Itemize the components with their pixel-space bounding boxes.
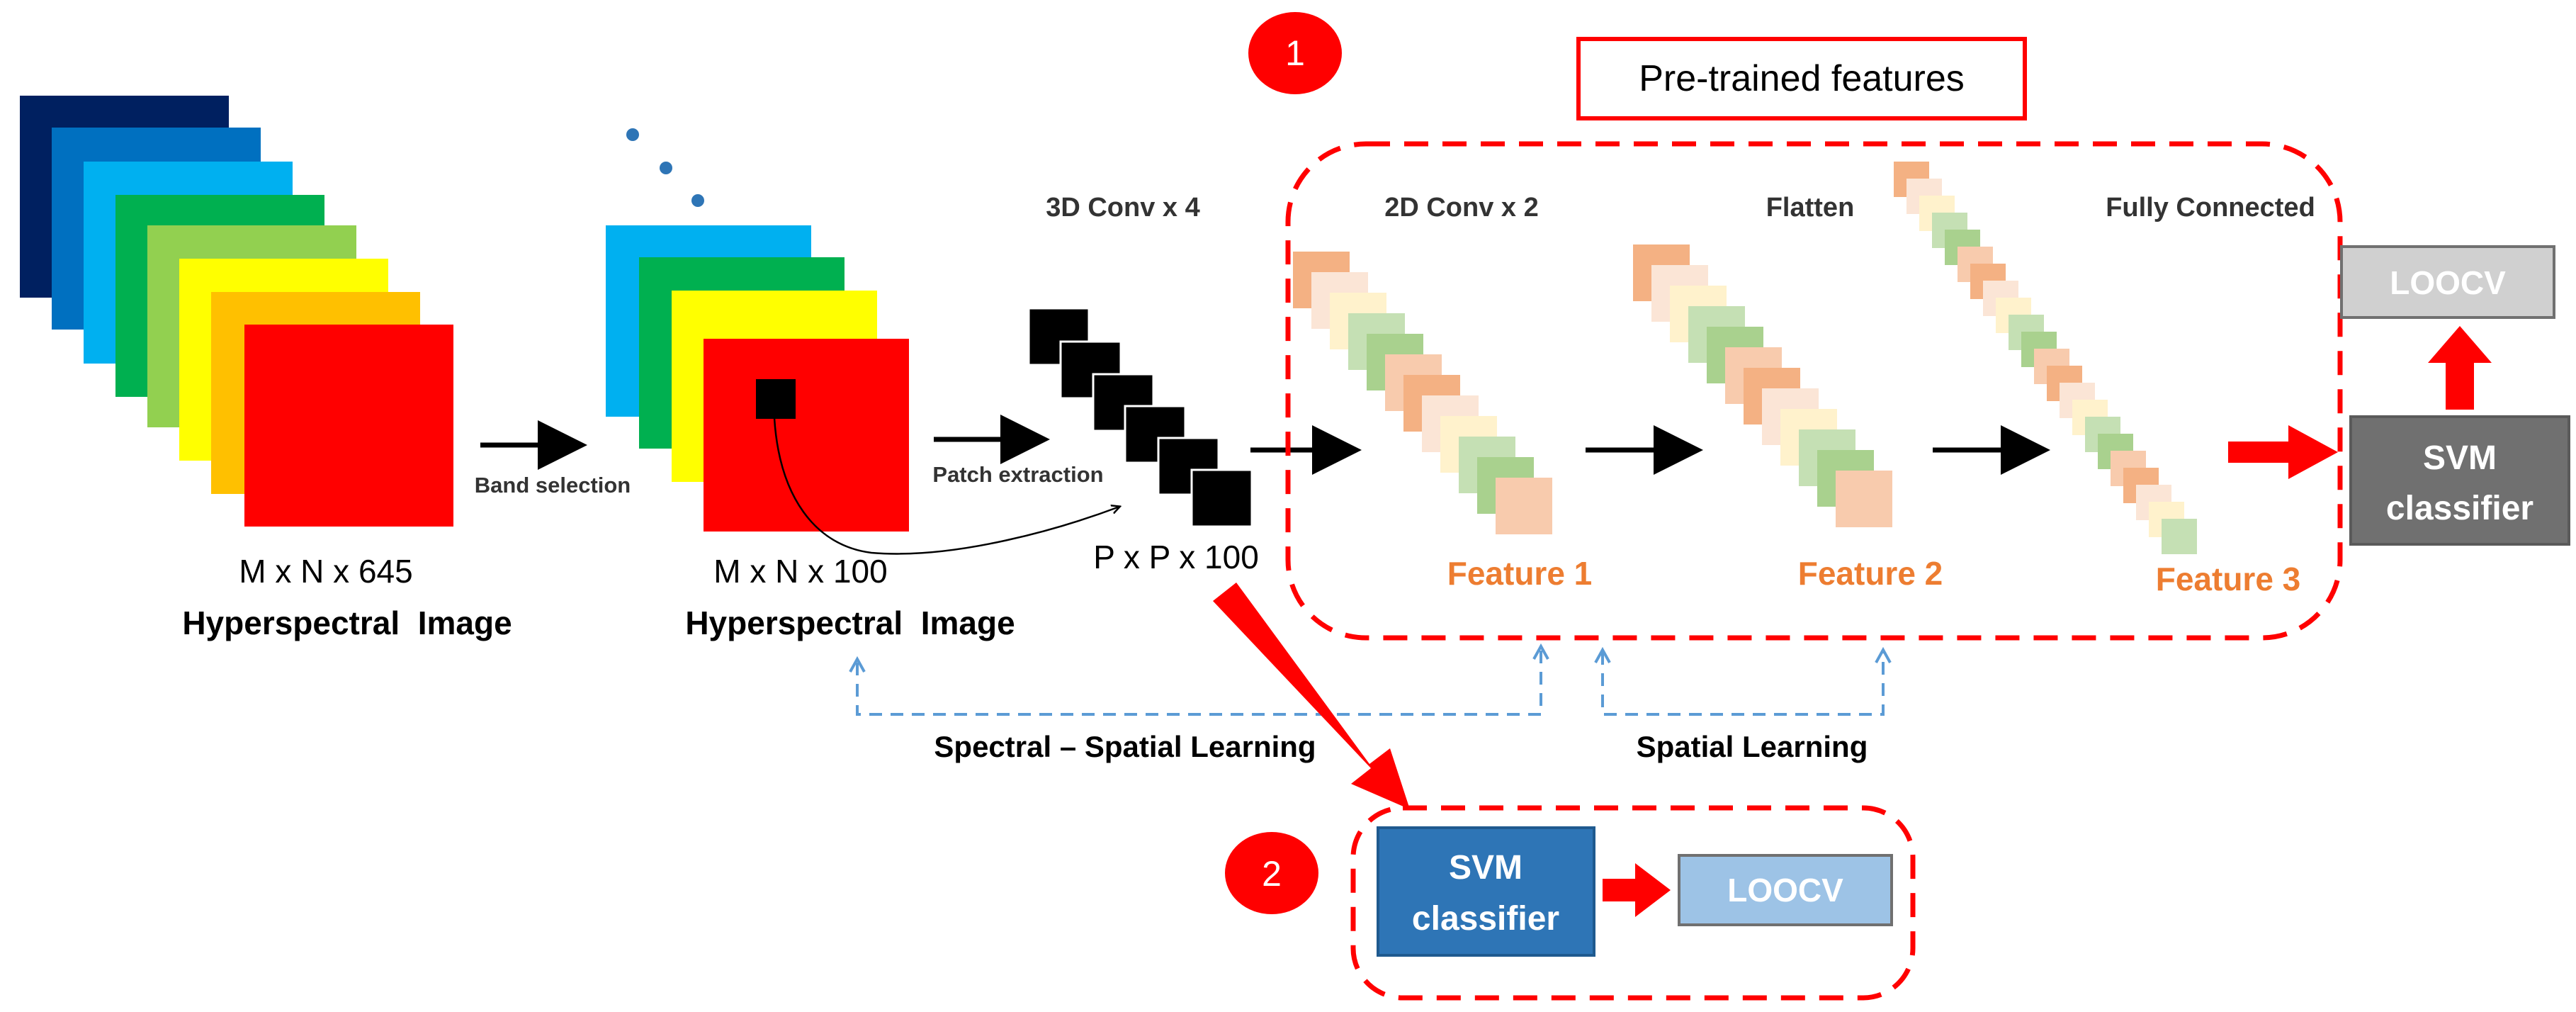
band-selection-label: Band selection [475,473,631,497]
pretrained-header-label: Pre-trained features [1639,58,1965,99]
spatial-label: Spatial Learning [1637,730,1868,763]
svm-to-loocv-arrow-bottom [1603,863,1671,917]
loocv-bottom-label: LOOCV [1727,872,1843,909]
svm-classifier-bottom-line1: SVM [1449,849,1523,887]
feature-map-square [1496,478,1552,534]
conv3d-to-svm-arrow [1213,583,1410,809]
conv3d-stack [1027,307,1253,528]
svm-classifier-right-line1: SVM [2423,439,2497,477]
cube1-dims: M x N x 645 [239,553,412,590]
pretrained-features-container [1285,141,2343,641]
svm-to-loocv-arrow-right [2428,326,2492,410]
spectral-spatial-arrowhead-2 [1532,643,1549,660]
loocv-box-right [2340,245,2555,319]
svm-classifier-right-line2: classifier [2386,490,2533,527]
patch-extraction-curve [773,417,1119,555]
feature-3-stack [1894,162,2197,554]
feature3-to-svm-arrow [2228,425,2338,479]
spectral-spatial-bracket [856,646,1542,716]
feature-1-stack [1293,252,1552,534]
badge-2-circle [1225,832,1318,914]
fully-connected-title: Fully Connected [2106,193,2315,223]
hyperspectral-cube-645 [20,96,453,527]
conv3d-block [1124,405,1187,464]
spectral-spatial-arrowhead [849,656,866,673]
flatten-title: Flatten [1766,193,1855,223]
spectral-spatial-label: Spectral – Spatial Learning [934,730,1316,763]
badge-2-label: 2 [1262,854,1282,894]
badge-1: 1 [1248,12,1342,94]
cube2-dims: M x N x 100 [713,553,887,590]
svm-classifier-box-right [2349,415,2570,546]
band-layer [244,325,453,527]
spatial-arrowhead-left [1594,646,1611,663]
conv3d-dims: P x P x 100 [1093,539,1259,575]
conv2d-title: 2D Conv x 2 [1384,193,1539,223]
band-layer [704,339,909,532]
spatial-bracket [1601,652,1885,716]
feature-map-square [1836,471,1892,527]
hyperspectral-cube-100 [606,225,909,532]
patch-square [756,379,796,419]
loocv-right-label: LOOCV [2390,264,2506,301]
svm-classifier-bottom-line2: classifier [1412,900,1559,938]
cube2-caption: Hyperspectral Image [685,605,1015,641]
feature-1-label: Feature 1 [1447,555,1593,592]
ellipsis-dots [626,128,704,207]
feature-map-square [2162,519,2197,554]
badge-2: 2 [1225,832,1318,914]
feature-3-label: Feature 3 [2156,561,2301,597]
badge-1-circle [1248,12,1342,94]
conv3d-title: 3D Conv x 4 [1046,193,1200,223]
dot [626,128,639,141]
loocv-box-bottom [1678,854,1893,926]
pretrained-header-box [1576,37,2027,120]
patch-extraction-label: Patch extraction [932,462,1103,487]
svm-classifier-box-bottom [1377,826,1595,957]
dot [691,194,704,207]
conv3d-block [1190,468,1253,528]
feature-2-label: Feature 2 [1798,555,1943,592]
feature-2-stack [1633,244,1892,527]
badge-1-label: 1 [1285,33,1305,73]
conv3d-block [1157,437,1220,496]
spatial-arrowhead-right [1875,646,1892,663]
dot [660,162,672,174]
cube1-caption: Hyperspectral Image [182,605,512,641]
svm-only-container [1350,805,1916,1001]
